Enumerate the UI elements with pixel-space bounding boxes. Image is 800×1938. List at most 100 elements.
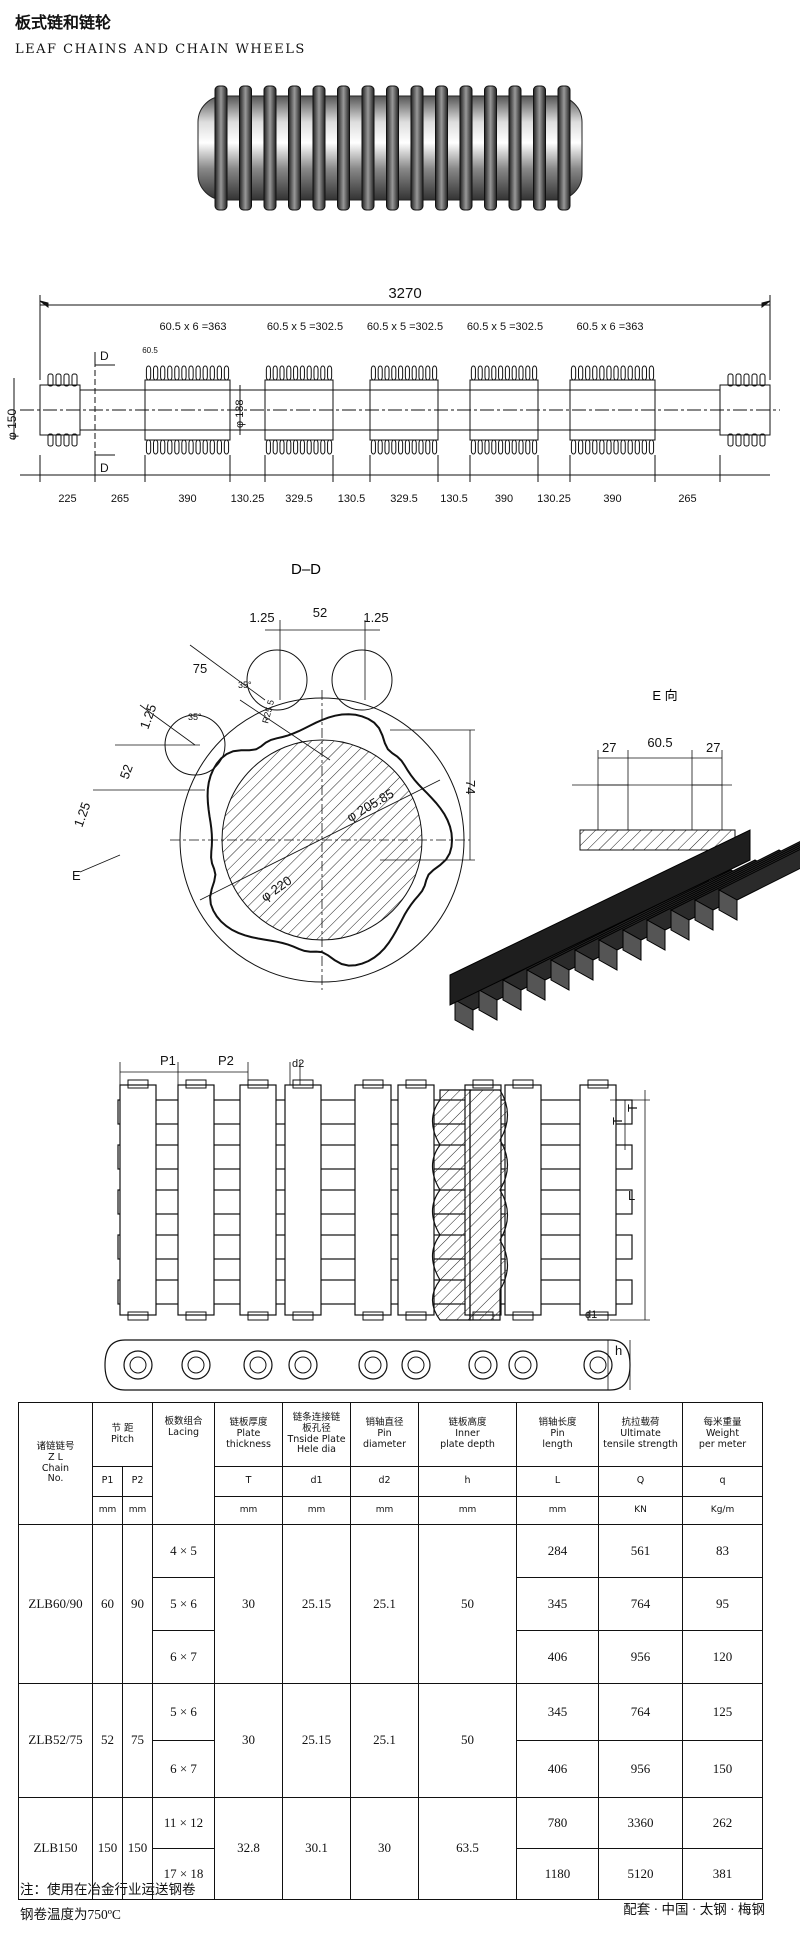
sprocket-tooth xyxy=(435,85,448,211)
pin-hole xyxy=(583,1350,613,1380)
th-unit: KN xyxy=(598,1496,684,1525)
tooth-top xyxy=(293,365,299,381)
tooth-top xyxy=(216,365,222,381)
end-tooth xyxy=(71,433,78,447)
tooth-top xyxy=(384,365,390,381)
tooth-bottom xyxy=(223,439,230,455)
th-sym: d2 xyxy=(350,1466,420,1497)
tooth-top xyxy=(648,365,655,381)
tooth-bottom xyxy=(518,439,524,455)
pin-hole xyxy=(401,1350,431,1380)
tooth-top xyxy=(391,365,397,381)
chain-link-block xyxy=(177,1084,215,1316)
cell-Q: 956 xyxy=(598,1740,684,1798)
pin-head xyxy=(247,1311,269,1321)
tooth-bottom xyxy=(145,439,152,455)
sprocket-section: D–D 1.25 52 1.25 xyxy=(71,561,478,990)
tooth-top xyxy=(313,365,319,381)
chain-plate-end xyxy=(478,989,498,1021)
sprocket-hub xyxy=(144,379,231,441)
svg-text:φ 150: φ 150 xyxy=(5,409,19,440)
cell-Q: 956 xyxy=(598,1630,684,1684)
note-line-1: 注：使用在冶金行业运送钢卷 xyxy=(20,1882,196,1897)
svg-text:d1: d1 xyxy=(585,1309,597,1321)
pin xyxy=(407,1356,425,1374)
tooth-bottom xyxy=(498,439,504,455)
cell-h: 50 xyxy=(418,1683,518,1798)
chain-side xyxy=(449,829,751,1006)
tooth-top xyxy=(578,365,584,381)
note-line-2: 钢卷温度为750ºC xyxy=(20,1907,121,1922)
cell-d2: 25.1 xyxy=(350,1683,420,1798)
tooth-top xyxy=(627,365,633,381)
tooth-top xyxy=(299,365,305,381)
chain-plate-end xyxy=(598,939,618,971)
cell-p1: 150 xyxy=(92,1797,123,1900)
tooth-bottom xyxy=(484,439,490,455)
chain-section xyxy=(469,1089,509,1321)
tooth-top xyxy=(404,365,410,381)
chain-plate-end xyxy=(550,959,570,991)
tooth-bottom xyxy=(525,439,531,455)
pin-head xyxy=(405,1311,427,1321)
tooth-top xyxy=(585,365,591,381)
tooth-top xyxy=(188,365,194,381)
cell-lacing: 6 × 7 xyxy=(152,1630,216,1684)
tooth-bottom xyxy=(648,439,655,455)
dim-label: 390 xyxy=(178,493,196,505)
chain-section xyxy=(431,1089,471,1321)
cell-h: 50 xyxy=(418,1524,518,1684)
end-tooth xyxy=(47,433,54,447)
tooth-top xyxy=(570,365,577,381)
svg-text:27: 27 xyxy=(602,740,616,755)
tooth-top xyxy=(532,365,538,381)
cell-p1: 60 xyxy=(92,1524,123,1684)
cell-T: 30 xyxy=(214,1524,284,1684)
cell-d2: 25.1 xyxy=(350,1524,420,1684)
cell-Q: 5120 xyxy=(598,1848,684,1900)
svg-text:60.5 x 5 =302.5: 60.5 x 5 =302.5 xyxy=(367,321,443,333)
tooth-bottom xyxy=(188,439,194,455)
pin xyxy=(474,1356,492,1374)
svg-text:R25.5: R25.5 xyxy=(260,699,276,725)
tooth-top xyxy=(634,365,640,381)
tooth-top xyxy=(518,365,524,381)
th-unit: mm xyxy=(121,1496,154,1525)
svg-text:T: T xyxy=(610,1117,625,1125)
pin-head xyxy=(292,1311,314,1321)
svg-text:35°: 35° xyxy=(238,680,252,690)
svg-text:1.25: 1.25 xyxy=(249,610,274,625)
tooth-top xyxy=(195,365,201,381)
svg-text:d2: d2 xyxy=(292,1058,304,1070)
cell-q: 150 xyxy=(682,1740,764,1798)
pin-hole xyxy=(123,1350,153,1380)
sprocket-tooth xyxy=(508,85,522,211)
cell-L: 345 xyxy=(516,1683,600,1741)
th-sym: h xyxy=(418,1466,518,1497)
th-p1: P1 xyxy=(92,1466,123,1497)
dim-label: 130.5 xyxy=(338,493,366,505)
cell-model: ZLB150 xyxy=(18,1797,93,1900)
tooth-top xyxy=(525,365,531,381)
sprocket-tooth xyxy=(312,85,326,211)
tooth-bottom xyxy=(153,439,159,455)
svg-text:T: T xyxy=(625,1104,640,1112)
pin xyxy=(187,1356,205,1374)
cell-Q: 764 xyxy=(598,1577,684,1631)
svg-text:60.5: 60.5 xyxy=(647,735,672,750)
tooth-bottom xyxy=(174,439,180,455)
tooth-bottom xyxy=(195,439,201,455)
tooth-bottom xyxy=(306,439,312,455)
tooth-bottom xyxy=(532,439,538,455)
dim-label: 390 xyxy=(495,493,513,505)
tooth-top xyxy=(425,365,431,381)
th-unit: mm xyxy=(418,1496,518,1525)
end-tooth xyxy=(727,373,734,387)
tooth-bottom xyxy=(418,439,424,455)
end-tooth xyxy=(759,433,766,447)
tooth-top xyxy=(327,365,333,381)
cell-d1: 25.15 xyxy=(282,1524,352,1684)
cell-Q: 561 xyxy=(598,1524,684,1578)
